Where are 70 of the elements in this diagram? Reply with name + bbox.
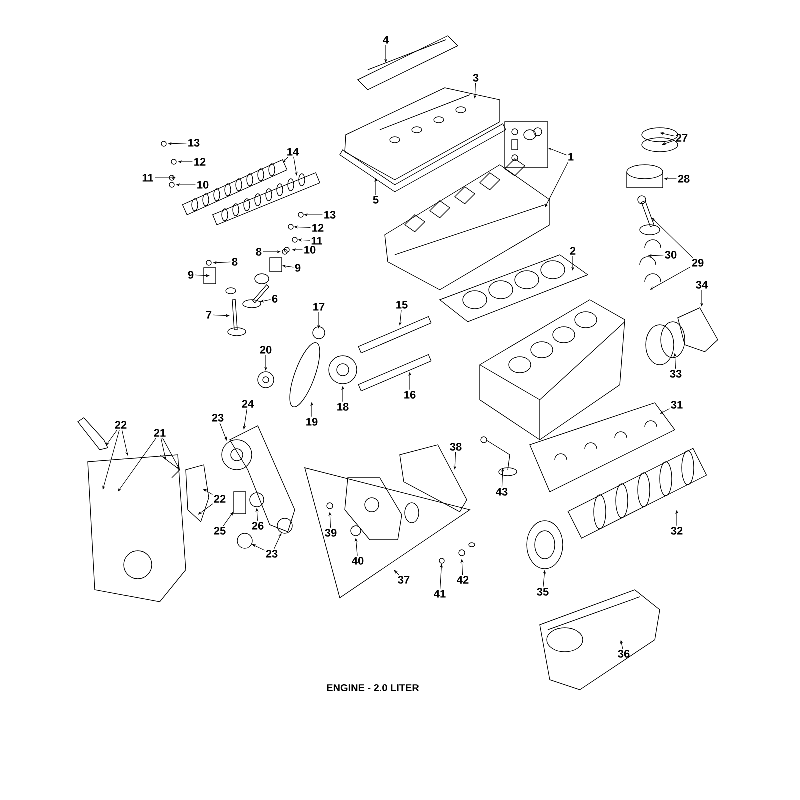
callout-number: 26 xyxy=(252,522,264,530)
callout-number: 35 xyxy=(537,588,549,596)
callout-number: 24 xyxy=(242,400,254,408)
callout-number: 37 xyxy=(398,576,410,584)
callout-number: 41 xyxy=(434,590,446,598)
callout-number: 12 xyxy=(194,158,206,166)
callout-number: 40 xyxy=(352,557,364,565)
callout-number: 11 xyxy=(312,237,322,245)
idler-pulley xyxy=(237,533,253,549)
callout-number: 13 xyxy=(324,211,336,219)
callout-number: 16 xyxy=(404,391,416,399)
callout-number: 10 xyxy=(198,181,209,189)
callout-number: 30 xyxy=(665,251,677,259)
callout-number: 9 xyxy=(188,271,194,279)
callout-number: 15 xyxy=(396,301,408,309)
callout-number: 2 xyxy=(570,247,576,255)
callout-number: 12 xyxy=(312,224,324,232)
connecting-rod xyxy=(641,200,655,228)
callout-number: 36 xyxy=(618,650,630,658)
callout-number: 22 xyxy=(214,495,226,503)
callout-number: 11 xyxy=(142,174,154,182)
callout-number: 43 xyxy=(496,488,508,496)
callout-number: 25 xyxy=(214,527,226,535)
leader-line xyxy=(394,570,400,576)
callout-number: 33 xyxy=(670,370,682,378)
callout-number: 19 xyxy=(306,418,318,426)
callout-number: 20 xyxy=(260,346,272,354)
callout-number: 9 xyxy=(295,264,301,272)
callout-number: 21 xyxy=(154,429,166,437)
leader-line xyxy=(283,156,289,163)
leader-line xyxy=(106,430,118,446)
callout-number: 17 xyxy=(314,303,325,311)
callout-number: 34 xyxy=(696,281,708,289)
clip xyxy=(288,224,294,230)
callout-number: 13 xyxy=(188,139,200,147)
leader-line xyxy=(660,408,670,414)
callout-number: 8 xyxy=(256,248,262,256)
callout-number: 14 xyxy=(288,148,300,156)
leader-line xyxy=(118,438,157,492)
callout-number: 27 xyxy=(676,134,688,142)
callout-number: 5 xyxy=(373,196,379,204)
callout-number: 3 xyxy=(473,74,479,82)
idler-pulley xyxy=(277,518,293,534)
callout-number: 4 xyxy=(383,36,389,44)
bracket xyxy=(234,492,246,514)
leader-line xyxy=(203,489,213,495)
callout-number: 29 xyxy=(692,259,704,267)
plug xyxy=(439,558,445,564)
caption: ENGINE - 2.0 LITER xyxy=(327,684,420,692)
callout-number: 18 xyxy=(338,403,349,411)
callout-number: 6 xyxy=(272,295,278,303)
callout-number: 28 xyxy=(678,175,690,183)
callout-number: 8 xyxy=(232,258,238,266)
cap xyxy=(298,212,304,218)
callout-number: 31 xyxy=(671,401,683,409)
callout-number: 23 xyxy=(266,550,278,558)
callout-number: 39 xyxy=(325,529,337,537)
callout-number: 38 xyxy=(450,443,462,451)
leader-line xyxy=(198,504,214,515)
leader-line xyxy=(162,438,180,470)
callout-number: 22 xyxy=(115,421,127,429)
valve-spring xyxy=(270,258,282,272)
callout-number: 7 xyxy=(206,311,212,319)
callout-number: 32 xyxy=(671,527,683,535)
callout-number: 42 xyxy=(457,576,469,584)
callout-number: 23 xyxy=(212,414,224,422)
callout-number: 1 xyxy=(568,153,574,161)
leader-line xyxy=(650,266,691,290)
leader-line xyxy=(545,162,569,208)
callout-number: 10 xyxy=(304,246,316,254)
